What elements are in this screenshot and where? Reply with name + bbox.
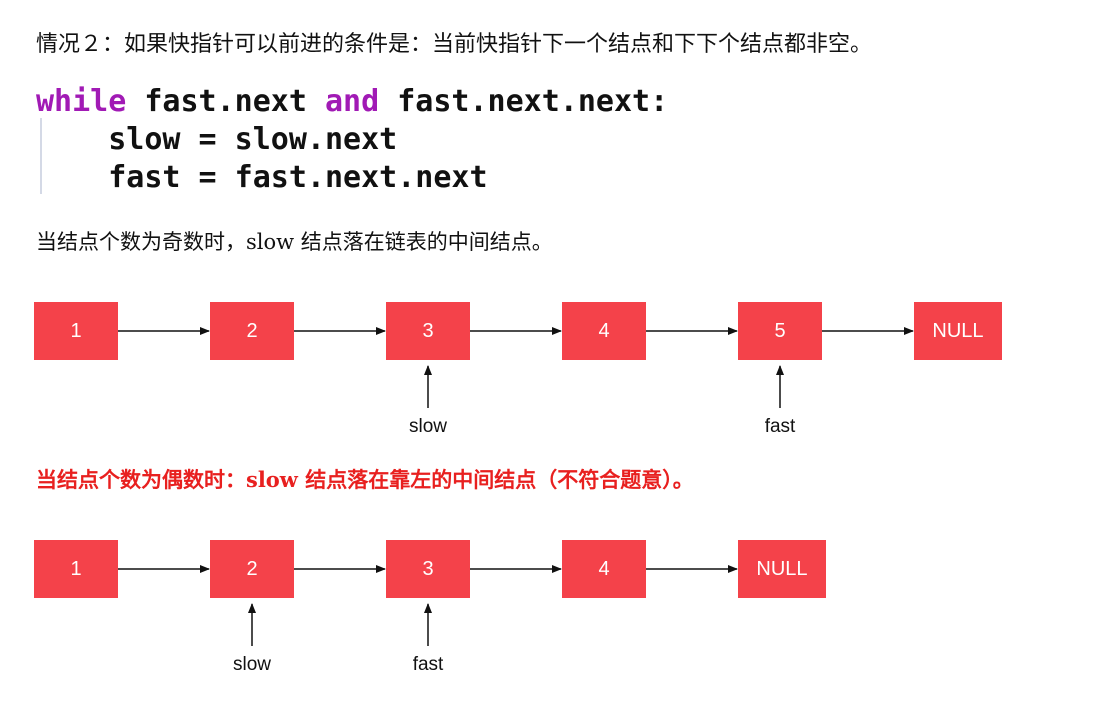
odd-node-3: 3 [386, 302, 470, 360]
intro-text: 情况２：如果快指针可以前进的条件是：当前快指针下一个结点和下下个结点都非空。 [36, 32, 873, 57]
odd-slow-label: slow [408, 416, 448, 437]
odd-arrows [118, 327, 914, 408]
code-text: fast.next.next: [379, 84, 669, 119]
code-line-fast: fast = fast.next.next [36, 160, 488, 195]
odd-node-2: 2 [210, 302, 294, 360]
code-line-while: while fast.next and fast.next.next: [36, 84, 668, 119]
code-block: while fast.next and fast.next.next: slow… [36, 84, 796, 196]
even-node-3: 3 [386, 540, 470, 598]
even-node-null: NULL [738, 540, 826, 598]
odd-count-note: 当结点个数为奇数时，slow 结点落在链表的中间结点。 [36, 230, 553, 254]
odd-node-1: 1 [34, 302, 118, 360]
even-fast-label: fast [412, 654, 444, 675]
even-count-note: 当结点个数为偶数时：slow 结点落在靠左的中间结点（不符合题意）。 [36, 467, 694, 492]
linked-list-diagram-even: 1 2 3 4 NULL slow fast [0, 530, 1116, 690]
code-keyword: and [325, 84, 380, 119]
even-slow-label: slow [232, 654, 272, 675]
odd-node-4: 4 [562, 302, 646, 360]
even-node-2: 2 [210, 540, 294, 598]
even-node-4: 4 [562, 540, 646, 598]
odd-node-null: NULL [914, 302, 1002, 360]
odd-node-5: 5 [738, 302, 822, 360]
odd-fast-label: fast [764, 416, 796, 437]
even-arrows [118, 565, 738, 646]
even-node-1: 1 [34, 540, 118, 598]
code-keyword: while [36, 84, 127, 119]
code-text: fast.next [126, 84, 325, 119]
linked-list-diagram-odd: 1 2 3 4 5 NULL slow fast [0, 292, 1116, 442]
code-indent-guide [40, 118, 42, 194]
code-line-slow: slow = slow.next [36, 122, 398, 157]
